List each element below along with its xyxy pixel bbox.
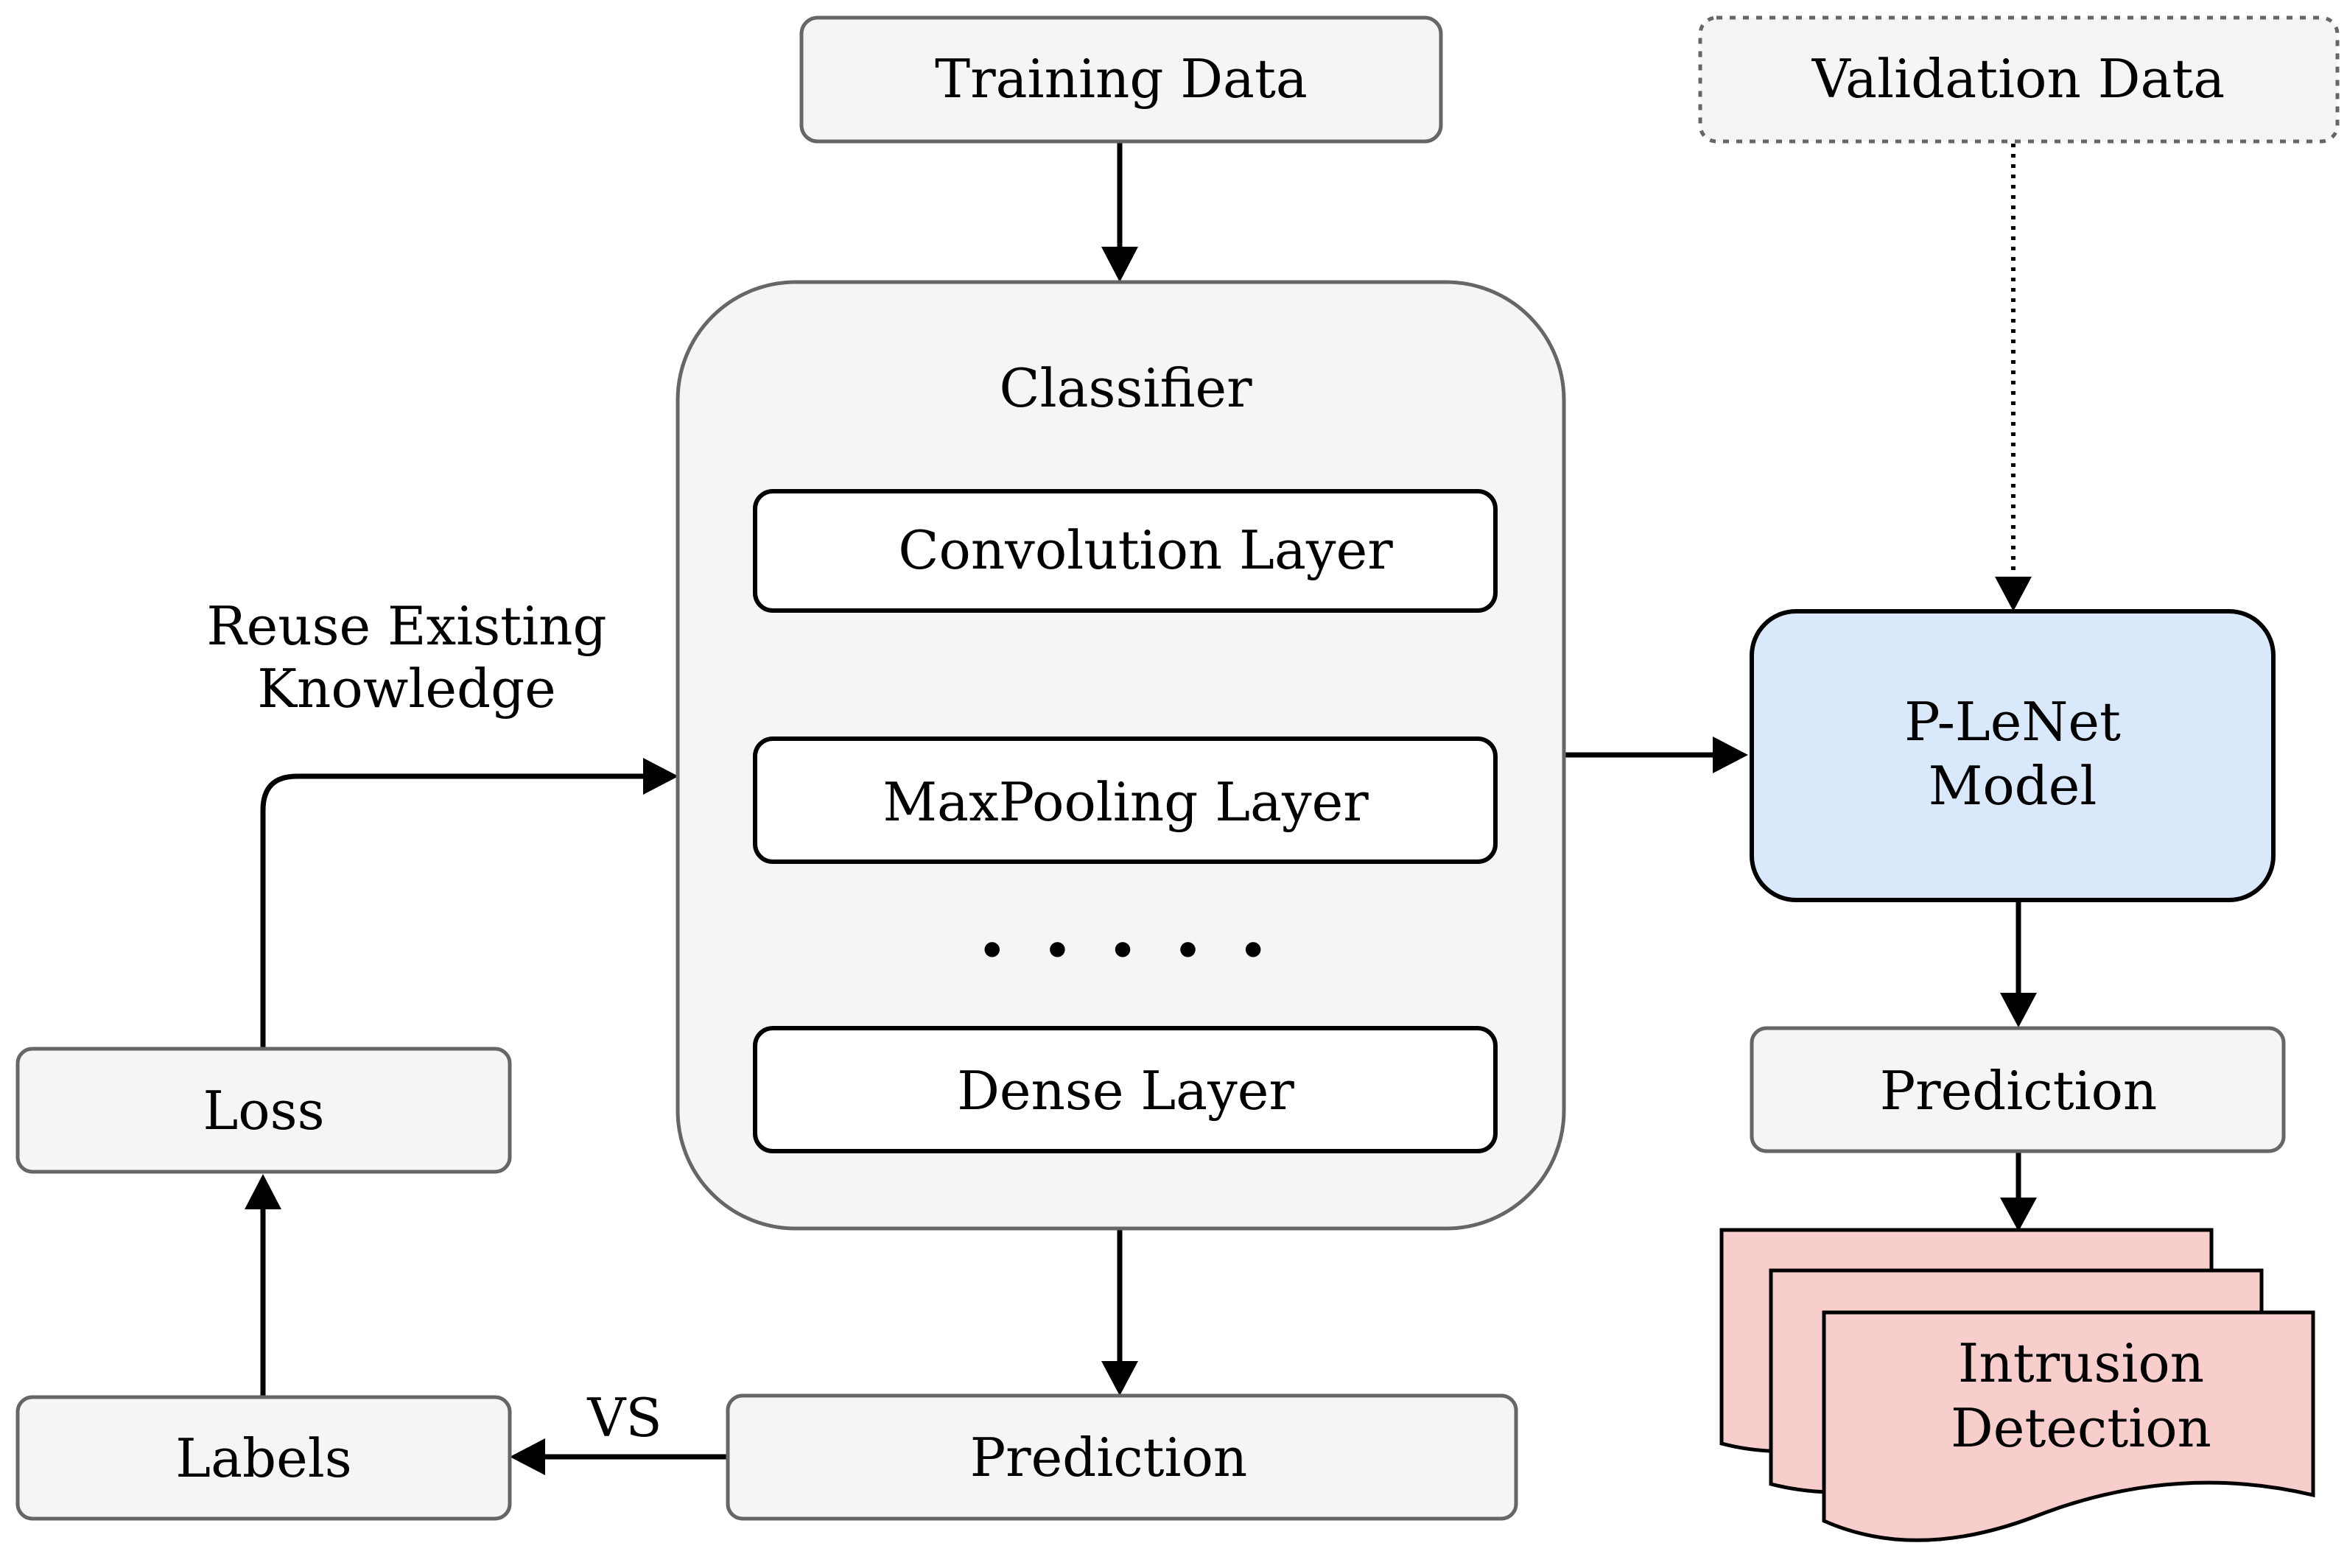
edge-loss-to-classifier — [260, 758, 678, 1049]
document-front — [1822, 1310, 2315, 1542]
edge-prediction-to-labels — [510, 1438, 728, 1475]
convolution-layer-node: Convolution Layer — [753, 489, 1498, 613]
maxpooling-layer-label: MaxPooling Layer — [883, 771, 1369, 833]
loss-label: Loss — [203, 1080, 324, 1142]
labels-node: Labels — [15, 1395, 512, 1521]
edge-training-to-classifier — [1101, 140, 1138, 282]
edge-classifier-to-prediction — [1101, 1228, 1138, 1396]
intrusion-detection-node: Intrusion Detection — [1719, 1228, 2315, 1542]
reuse-knowledge-label-line1: Reuse Existing — [206, 595, 606, 657]
edge-classifier-to-model — [1564, 736, 1748, 773]
edge-validation-to-model — [1995, 144, 2032, 611]
prediction-bottom-label: Prediction — [970, 1427, 1248, 1488]
prediction-bottom-node: Prediction — [726, 1393, 1518, 1521]
validation-data-label: Validation Data — [1811, 48, 2225, 110]
labels-label: Labels — [175, 1427, 351, 1489]
training-data-label: Training Data — [935, 48, 1308, 110]
edge-labels-to-loss — [245, 1174, 281, 1397]
maxpooling-layer-node: MaxPooling Layer — [753, 736, 1498, 864]
intrusion-detection-label-line1: Intrusion — [1958, 1332, 2204, 1394]
training-data-node: Training Data — [799, 15, 1443, 144]
prediction-right-label: Prediction — [1880, 1060, 2158, 1122]
plenet-model-node: P-LeNet Model — [1750, 609, 2276, 902]
edge-prediction-to-intrusion — [2000, 1150, 2037, 1231]
layers-ellipsis: . . . . . — [978, 880, 1272, 975]
loss-node: Loss — [15, 1047, 512, 1174]
plenet-model-label-line1: P-LeNet — [1904, 691, 2121, 753]
dense-layer-label: Dense Layer — [957, 1060, 1294, 1122]
convolution-layer-label: Convolution Layer — [898, 519, 1393, 581]
validation-data-node: Validation Data — [1698, 15, 2340, 144]
prediction-right-node: Prediction — [1750, 1026, 2286, 1153]
classifier-label: Classifier — [999, 357, 1252, 419]
dense-layer-node: Dense Layer — [753, 1026, 1498, 1153]
plenet-model-label-line2: Model — [1929, 755, 2097, 817]
reuse-knowledge-label-line2: Knowledge — [257, 658, 556, 720]
intrusion-detection-label-line2: Detection — [1951, 1397, 2211, 1459]
vs-label: VS — [586, 1387, 662, 1449]
edge-model-to-prediction — [2000, 900, 2037, 1027]
